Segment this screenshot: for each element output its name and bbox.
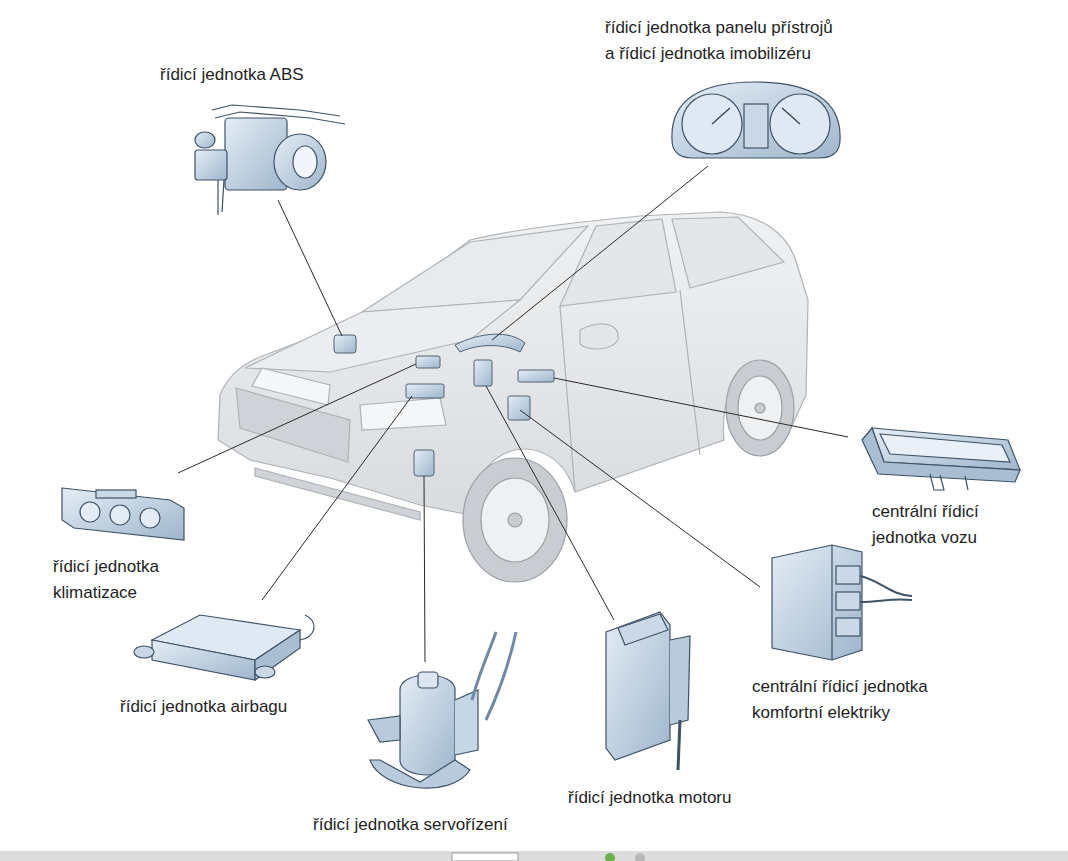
part-label: řídicí jednotka airbagu [120, 694, 287, 720]
comfort-unit [772, 545, 912, 660]
leader-lines [178, 166, 848, 662]
part-label: řídicí jednotka ABS [160, 62, 304, 88]
engine-ecu [606, 612, 690, 770]
part-label: řídicí jednotka servořízení [313, 812, 508, 838]
airbag-unit [134, 615, 314, 680]
part-label: centrální řídicí jednotka vozu [872, 499, 982, 551]
part-label: řídicí jednotka klimatizace [53, 554, 162, 606]
toolbar-strip [0, 851, 1068, 861]
steering-unit [368, 632, 516, 788]
climate-panel [62, 488, 184, 540]
part-label: řídicí jednotka panelu přístrojů a řídic… [605, 15, 836, 67]
instrument-cluster [672, 82, 840, 158]
part-label: centrální řídicí jednotka komfortní elek… [752, 674, 931, 726]
mounted-units [334, 334, 554, 476]
central-vehicle-unit [862, 428, 1020, 490]
part-label: řídicí jednotka motoru [568, 785, 731, 811]
abs-unit [195, 105, 345, 215]
